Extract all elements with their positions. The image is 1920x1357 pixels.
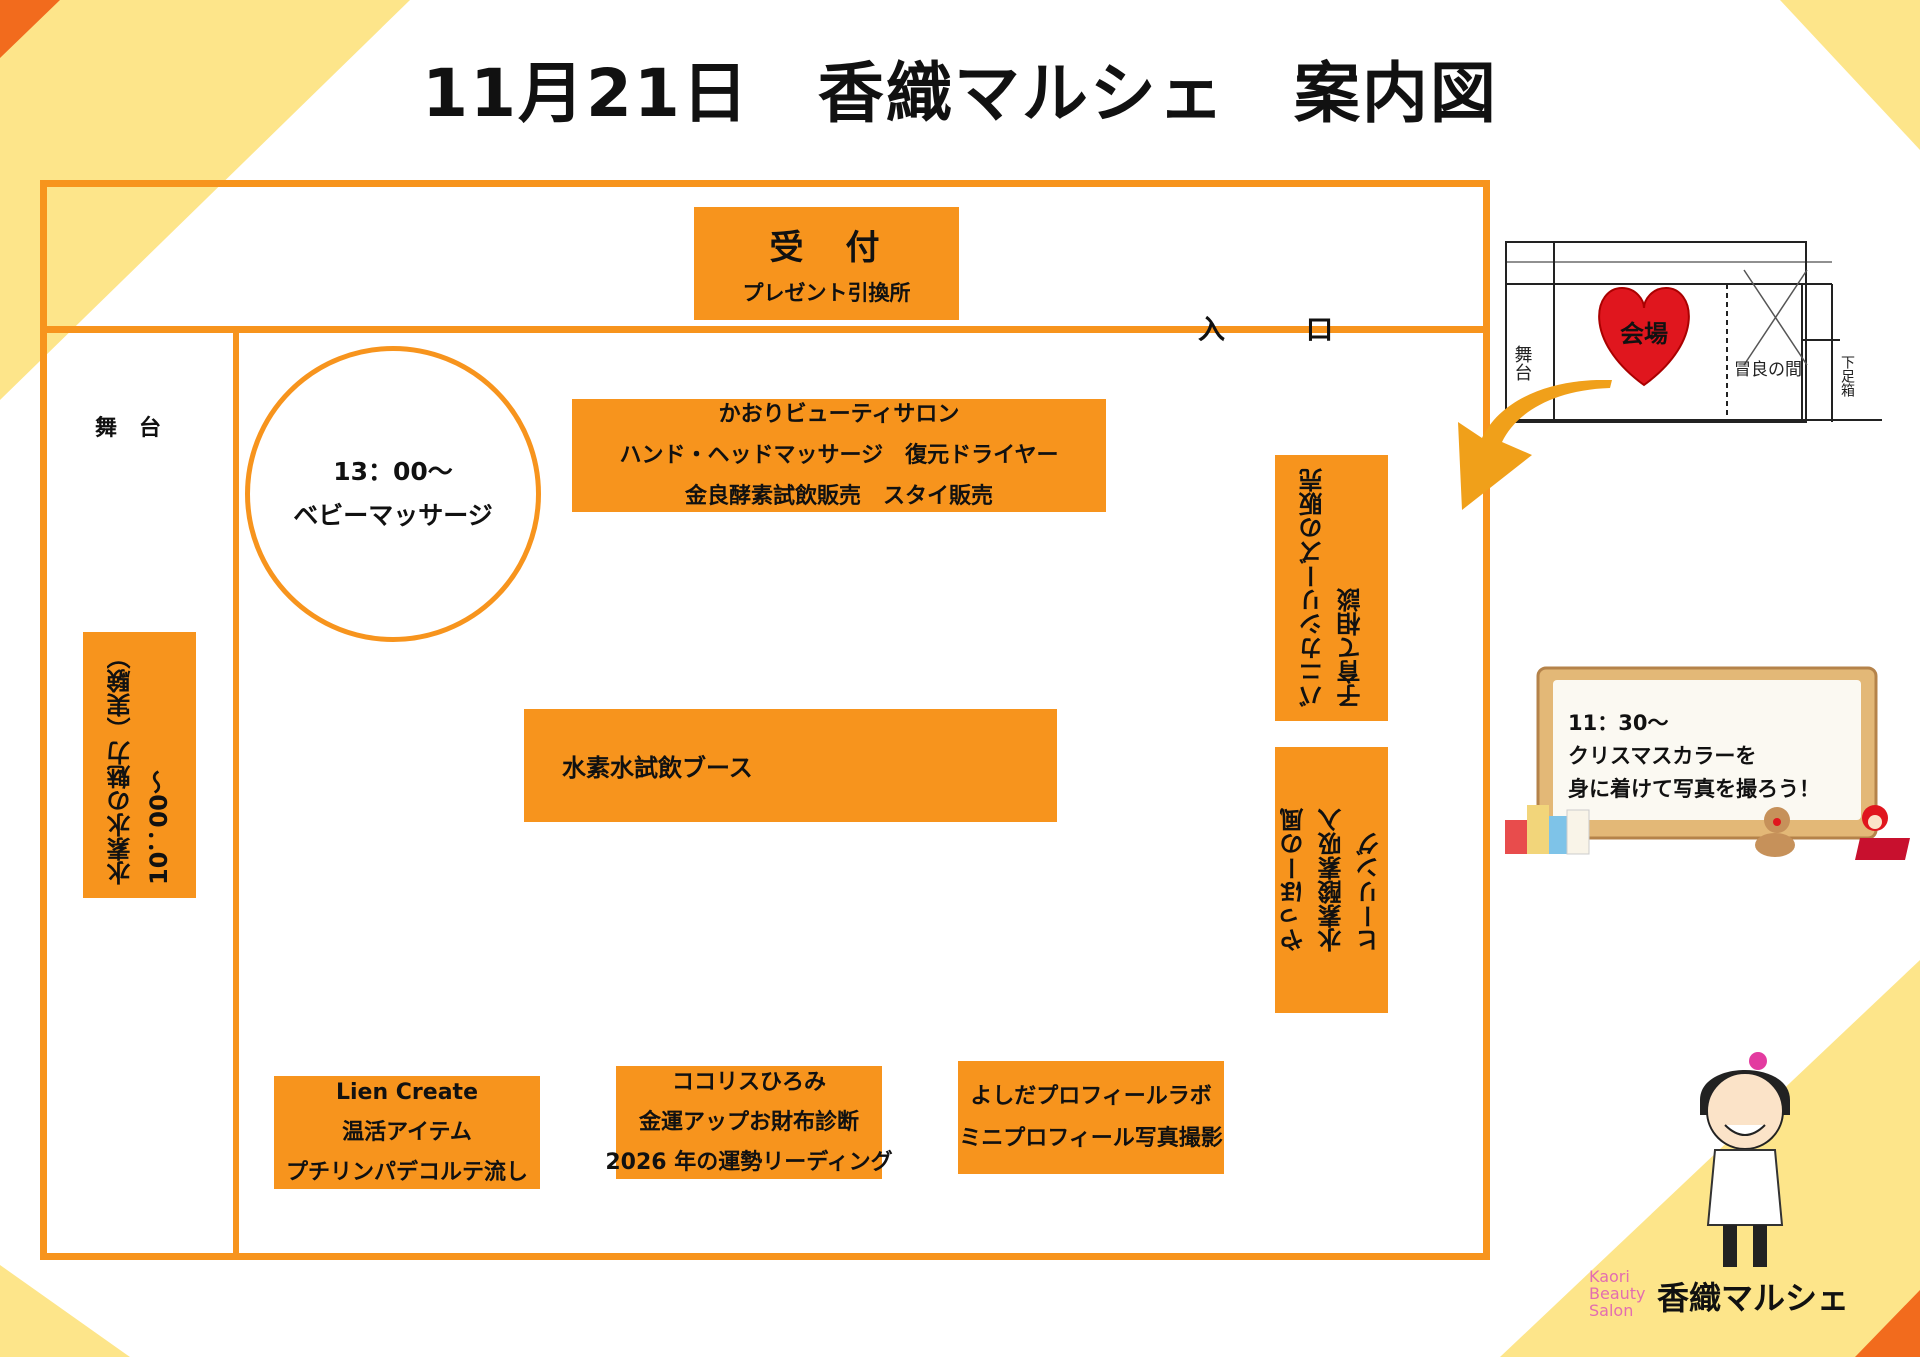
hydrogen-water-booth: 水素水試飲ブース bbox=[524, 709, 1057, 822]
inset-room-text: 冒良の間 bbox=[1734, 360, 1802, 380]
yoshida-line1: よしだプロフィールラボ bbox=[970, 1083, 1212, 1109]
christmas-line2: クリスマスカラーを bbox=[1568, 744, 1757, 768]
kaori-salon-line2: ハンド・ヘッドマッサージ 復元ドライヤー bbox=[619, 443, 1059, 468]
bg-bottom-right-yellow bbox=[1500, 960, 1920, 1357]
christmas-line3: 身に着けて写真を撮ろう！ bbox=[1568, 777, 1820, 801]
hydrogen-experiment-booth: 水素水の魅力（実験） 10：00～ bbox=[83, 632, 196, 898]
brand-logo: Kaori Beauty Salon bbox=[1589, 1268, 1646, 1319]
bg-bottom-right-orange bbox=[1855, 1290, 1920, 1357]
kokoris-booth: ココリスひろみ 金運アップお財布診断 2026 年の運勢リーディング bbox=[605, 1066, 893, 1179]
baby-massage-area: 13：00～ ベビーマッサージ bbox=[245, 346, 541, 642]
lien-line1: Lien Create bbox=[335, 1079, 478, 1105]
bg-bottom-left-yellow bbox=[0, 1265, 130, 1357]
banika-line1: バニカシリーズの販売 bbox=[1298, 468, 1327, 708]
banika-line2: 子育て相談 bbox=[1336, 588, 1365, 708]
lien-line3: プチリンパデコルテ流し bbox=[285, 1159, 528, 1185]
inset-venue-text: 会場 bbox=[1620, 320, 1668, 348]
inset-shoe-text: 下足箱 bbox=[1839, 355, 1855, 397]
mascot-character-icon bbox=[1700, 1052, 1790, 1267]
yoshida-booth: よしだプロフィールラボ ミニプロフィール写真撮影 bbox=[958, 1061, 1224, 1174]
baby-massage-time: 13：00～ bbox=[333, 457, 453, 486]
hydrogen-experiment-text: 水素水の魅力（実験） 10：00～ bbox=[102, 645, 178, 885]
yoshida-line2: ミニプロフィール写真撮影 bbox=[959, 1125, 1223, 1151]
yahho-line1: やっほーの風 bbox=[1279, 808, 1308, 952]
christmas-sign-text: 11：30～ クリスマスカラーを 身に着けて写真を撮ろう！ bbox=[1568, 707, 1820, 806]
reception-title: 受 付 bbox=[769, 228, 884, 268]
yahho-booth: やっほーの風 水素酸素吸入 ヒーリング bbox=[1275, 747, 1388, 1013]
reindeer-sleigh-icon bbox=[1755, 805, 1910, 860]
page-title: 11月21日 香織マルシェ 案内図 bbox=[422, 55, 1498, 132]
hydrogen-experiment-line2: 10：00～ bbox=[144, 770, 173, 885]
brand-logo-line1: Kaori bbox=[1589, 1267, 1630, 1286]
brand-logo-line3: Salon bbox=[1589, 1301, 1634, 1320]
floor-plan-outline bbox=[40, 180, 1490, 1260]
brand-name: 香織マルシェ bbox=[1657, 1279, 1850, 1317]
brand-logo-line2: Beauty bbox=[1589, 1284, 1646, 1303]
kaori-salon-line1: かおりビューティサロン bbox=[718, 402, 960, 427]
christmas-sign bbox=[1505, 666, 1910, 860]
kaori-salon-booth: かおりビューティサロン ハンド・ヘッドマッサージ 復元ドライヤー 金良酵素試飲販… bbox=[572, 399, 1106, 512]
heart-icon bbox=[1598, 286, 1690, 387]
yahho-line2: 水素酸素吸入 bbox=[1317, 808, 1346, 952]
stage-divider bbox=[233, 330, 239, 1260]
hydrogen-water-label: 水素水試飲ブース bbox=[562, 754, 753, 782]
banika-booth: バニカシリーズの販売 子育て相談 bbox=[1275, 455, 1388, 721]
kaori-salon-line3: 金良酵素試飲販売 スタイ販売 bbox=[684, 484, 993, 509]
sign-paper bbox=[1553, 680, 1861, 820]
reception-booth: 受 付 プレゼント引換所 bbox=[694, 207, 959, 320]
reception-subtitle: プレゼント引換所 bbox=[742, 281, 911, 305]
corridor-divider bbox=[40, 326, 1490, 333]
bg-top-left-orange bbox=[0, 0, 60, 58]
entrance-label: 入 口 bbox=[1198, 315, 1333, 346]
direction-arrow-icon bbox=[1458, 380, 1612, 510]
town-icon bbox=[1505, 805, 1590, 855]
kokoris-line2: 金運アップお財布診断 bbox=[638, 1109, 859, 1135]
kokoris-line1: ココリスひろみ bbox=[671, 1069, 826, 1095]
lien-line2: 温活アイテム bbox=[342, 1119, 472, 1145]
bg-top-right-yellow bbox=[1780, 0, 1920, 150]
inset-venue-map: 舞台 冒良の間 下足箱 会場 bbox=[1505, 241, 1882, 423]
baby-massage-name: ベビーマッサージ bbox=[293, 501, 493, 530]
christmas-line1: 11：30～ bbox=[1568, 711, 1669, 735]
lien-create-booth: Lien Create 温活アイテム プチリンパデコルテ流し bbox=[274, 1076, 540, 1189]
banika-text: バニカシリーズの販売 子育て相談 bbox=[1294, 468, 1370, 708]
yahho-line3: ヒーリング bbox=[1355, 832, 1384, 952]
yahho-text: やっほーの風 水素酸素吸入 ヒーリング bbox=[1275, 808, 1389, 952]
kokoris-line3: 2026 年の運勢リーディング bbox=[605, 1149, 893, 1175]
bg-top-left-yellow bbox=[0, 0, 410, 400]
stage-label: 舞 台 bbox=[95, 416, 162, 441]
hydrogen-experiment-line1: 水素水の魅力（実験） bbox=[106, 645, 135, 885]
inset-stage-text: 舞台 bbox=[1512, 345, 1533, 381]
